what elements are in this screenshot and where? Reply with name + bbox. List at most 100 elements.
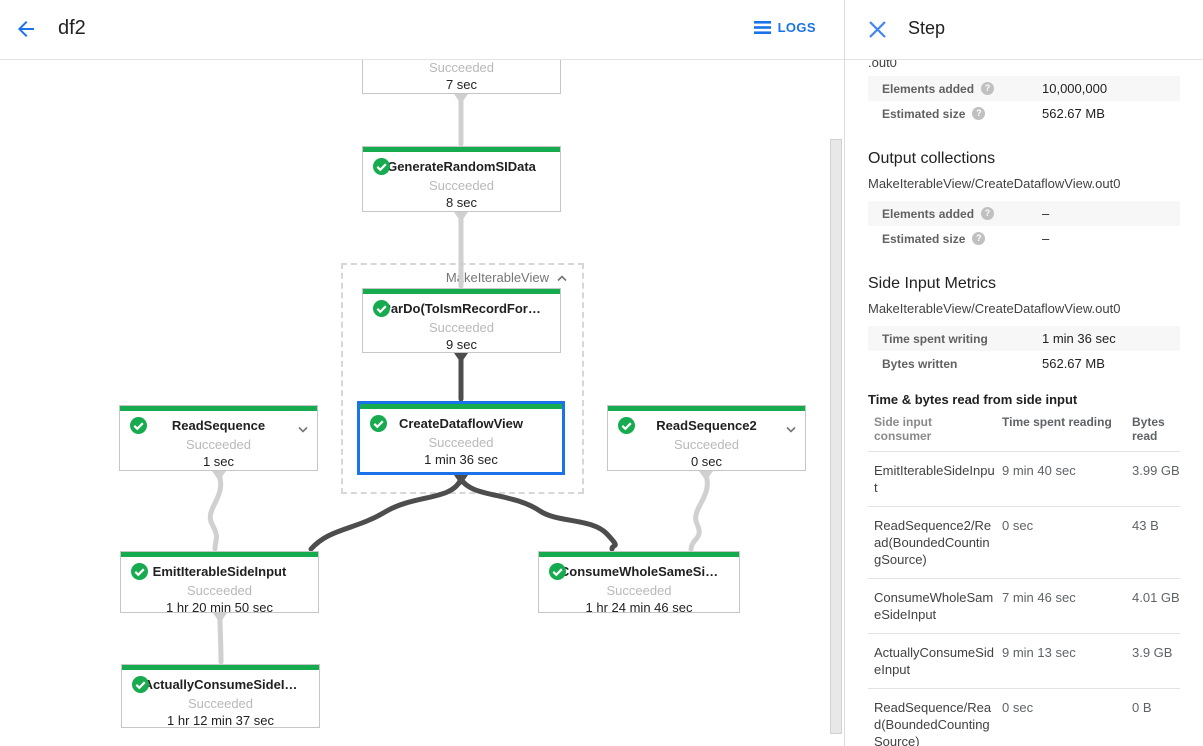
step-title: ReadSequence2 (656, 418, 757, 433)
column-header: Side input consumer (874, 415, 932, 443)
success-check-icon (131, 563, 148, 585)
step-title: EmitIterableSideInput (152, 564, 287, 579)
metric-label: Elements added (882, 206, 975, 221)
status-bar (363, 147, 560, 152)
panel-body[interactable]: .out0 Elements added ? 10,000,000 Estima… (845, 60, 1203, 746)
cell-consumer: ActuallyConsumeSideInput (868, 633, 996, 689)
metric-row: Bytes written 562.67 MB (868, 351, 1180, 376)
step-status: Succeeded (428, 320, 495, 335)
section-heading-output-collections: Output collections (868, 150, 996, 167)
metric-value: 10,000,000 (1042, 81, 1108, 96)
step-node-readsequence[interactable]: ReadSequence Succeeded 1 sec (119, 405, 318, 471)
cell-consumer: EmitIterableSideInput (868, 451, 996, 507)
back-button[interactable] (14, 17, 40, 43)
status-bar (122, 665, 319, 670)
success-check-icon (130, 417, 147, 439)
step-node-clipped[interactable]: Succeeded 7 sec (362, 60, 561, 94)
job-graph-canvas[interactable]: MakeIterableView (0, 60, 844, 746)
side-input-table-heading: Time & bytes read from side input (868, 392, 1078, 407)
chevron-down-icon[interactable] (785, 420, 797, 439)
graph-edges (207, 94, 713, 665)
help-icon[interactable]: ? (972, 232, 986, 245)
help-icon[interactable]: ? (972, 107, 986, 120)
group-label[interactable]: MakeIterableView (446, 270, 568, 285)
arrowhead (212, 471, 226, 481)
panel-header: Step (845, 0, 1203, 60)
edge-createview-to-consume (458, 476, 618, 552)
step-time: 1 min 36 sec (424, 452, 498, 467)
step-node-emititerablesideinput[interactable]: EmitIterableSideInput Succeeded 1 hr 20 … (120, 551, 319, 615)
cell-time: 0 sec (996, 688, 1126, 746)
metric-value: – (1042, 206, 1050, 221)
step-status: Succeeded (185, 437, 252, 452)
metric-row: Elements added ? – (868, 201, 1180, 226)
arrowhead (213, 613, 227, 623)
canvas-vertical-scrollbar[interactable] (830, 139, 842, 734)
clipped-collection-name: .out0 (868, 60, 897, 70)
table-row: ReadSequence2/Read(BoundedCountingSource… (868, 506, 1180, 579)
panel-title: Step (908, 18, 946, 38)
arrowhead (699, 471, 713, 481)
metric-label: Time spent writing (882, 331, 988, 346)
arrowhead (454, 94, 468, 104)
cell-bytes: 3.9 GB (1126, 633, 1180, 689)
column-header: Time spent reading (1002, 415, 1112, 429)
collection-name: MakeIterableView/CreateDataflowView.out0 (868, 176, 1121, 191)
step-details-panel: Step .out0 Elements added ? 10,000,000 E… (844, 0, 1203, 746)
step-node-createdataflowview[interactable]: CreateDataflowView Succeeded 1 min 36 se… (357, 401, 565, 475)
chevron-down-icon[interactable] (297, 420, 309, 439)
metric-label: Estimated size (882, 106, 966, 121)
step-title: ParDo(ToIsmRecordFor… (382, 301, 541, 316)
metric-value: 562.67 MB (1042, 356, 1105, 371)
step-time: 8 sec (445, 195, 478, 210)
cell-bytes: 0 B (1126, 688, 1180, 746)
step-title: ActuallyConsumeSideI… (143, 677, 298, 692)
top-bar: df2 LOGS (0, 0, 844, 60)
status-bar (121, 552, 318, 557)
arrowhead (454, 353, 468, 363)
cell-time: 9 min 13 sec (996, 633, 1126, 689)
step-status: Succeeded (428, 178, 495, 193)
help-icon[interactable]: ? (981, 207, 995, 220)
cell-consumer: ReadSequence2/Read(BoundedCountingSource… (868, 506, 996, 579)
section-heading-side-input-metrics: Side Input Metrics (868, 275, 997, 292)
step-title: ConsumeWholeSameSi… (559, 564, 719, 579)
arrow-back-icon (18, 21, 34, 37)
table-row: EmitIterableSideInput 9 min 40 sec 3.99 … (868, 451, 1180, 507)
table-row: ActuallyConsumeSideInput 9 min 13 sec 3.… (868, 633, 1180, 689)
column-header: Bytes read (1132, 415, 1165, 443)
metric-row: Estimated size ? 562.67 MB (868, 101, 1180, 126)
logs-button[interactable]: LOGS (753, 20, 816, 35)
step-status: Succeeded (428, 435, 494, 450)
job-title: df2 (58, 17, 86, 39)
close-icon[interactable] (868, 20, 888, 40)
cell-time: 9 min 40 sec (996, 451, 1126, 507)
step-time: 1 hr 20 min 50 sec (166, 600, 273, 615)
logs-button-label: LOGS (777, 20, 816, 35)
step-node-pardo-toismrecord[interactable]: ParDo(ToIsmRecordFor… Succeeded 9 sec (362, 288, 561, 353)
edge-readsequence2-to-consume (688, 472, 710, 552)
step-time: 1 hr 12 min 37 sec (167, 713, 274, 728)
table-header-row: Side input consumer Time spent reading B… (868, 411, 1180, 452)
success-check-icon (373, 300, 390, 322)
arrowhead (454, 212, 468, 222)
status-bar (539, 552, 739, 557)
step-node-generaterandomsidata[interactable]: GenerateRandomSIData Succeeded 8 sec (362, 146, 561, 212)
step-title: ReadSequence (171, 418, 266, 433)
step-title: GenerateRandomSIData (387, 159, 536, 174)
cell-time: 0 sec (996, 506, 1126, 579)
step-node-readsequence2[interactable]: ReadSequence2 Succeeded 0 sec (607, 405, 806, 471)
step-node-consumewholesamesideinput[interactable]: ConsumeWholeSameSi… Succeeded 1 hr 24 mi… (538, 551, 740, 615)
status-bar (363, 289, 560, 294)
success-check-icon (549, 563, 566, 585)
step-node-actuallyconsumesideinput[interactable]: ActuallyConsumeSideI… Succeeded 1 hr 12 … (121, 664, 320, 728)
cell-bytes: 43 B (1126, 506, 1180, 579)
edge-readsequence-to-emit (207, 472, 224, 552)
step-status: Succeeded (606, 583, 672, 598)
cell-bytes: 4.01 GB (1126, 578, 1180, 634)
group-label-text: MakeIterableView (445, 270, 549, 285)
step-title: CreateDataflowView (398, 416, 524, 431)
metric-value: 1 min 36 sec (1042, 331, 1116, 346)
step-time: 1 sec (202, 454, 235, 469)
help-icon[interactable]: ? (981, 82, 995, 95)
